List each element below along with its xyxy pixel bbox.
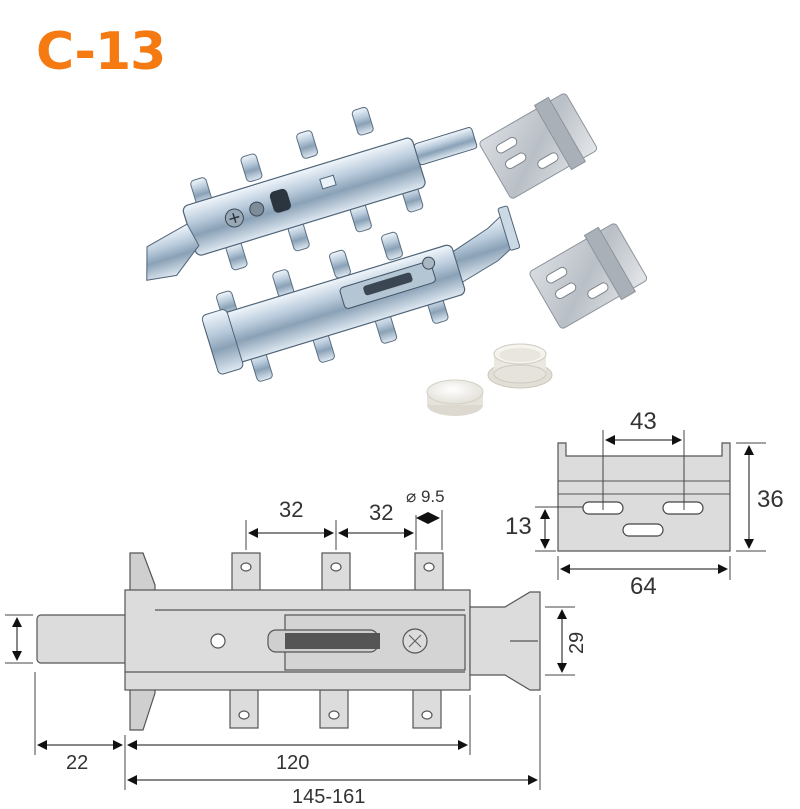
wall-plate-upper [479,93,598,199]
model-code-title: C-13 [36,22,166,82]
hanger-drawing [36,552,541,731]
plate-dim-64: 64 [630,573,657,600]
hanger-dim-29: 29 [566,631,588,654]
hanger-dim-total: 145-161 [292,786,366,808]
cover-cap-closed [426,379,484,416]
plate-drawing [535,430,766,580]
plate-dim-43: 43 [630,408,657,435]
cover-cap-ring [487,343,553,389]
plate-dim-13: 13 [505,513,532,540]
wall-plate-lower [529,223,648,329]
hanger-dim-diameter: ⌀ 9.5 [406,487,445,506]
hanger-dim-pitch-2: 32 [369,500,394,525]
plate-dim-36: 36 [757,486,784,513]
hanger-dim-120: 120 [276,752,310,774]
hanger-dim-pitch-1: 32 [279,497,304,522]
hanger-dimensions [5,510,575,790]
hanger-dim-22: 22 [66,752,89,774]
hanger-body-lower [201,205,521,382]
hanger-body-upper [146,106,478,281]
